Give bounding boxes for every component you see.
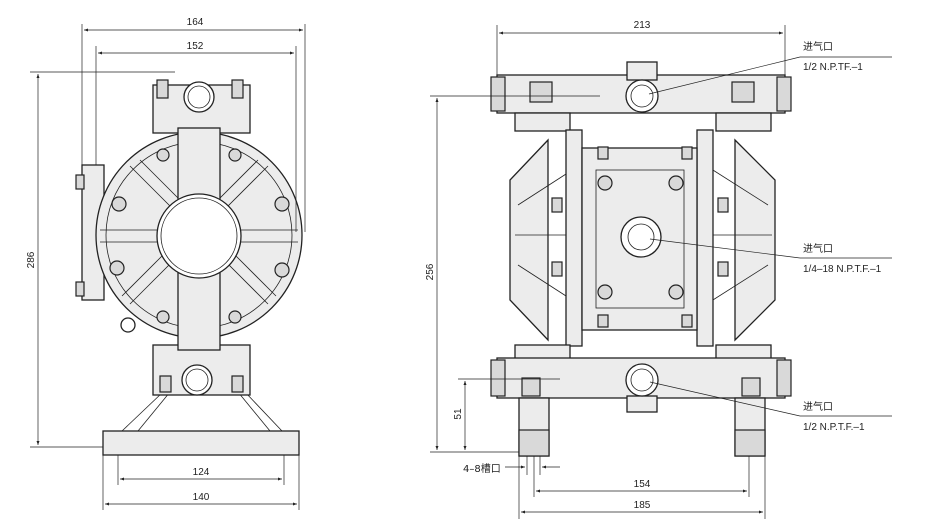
right-center-bolts bbox=[551, 146, 729, 328]
right-air-inlet-port bbox=[620, 216, 662, 258]
right-left-chamber bbox=[509, 138, 549, 342]
dim-right-width-top: 213 bbox=[634, 20, 651, 31]
left-center-hub bbox=[156, 193, 242, 279]
callout-1-title: 进气口 bbox=[803, 40, 833, 53]
callout-3-title: 进气口 bbox=[803, 400, 833, 413]
left-outlet-port bbox=[181, 364, 213, 396]
dim-right-foot-inner: 154 bbox=[634, 479, 651, 490]
left-dimensions bbox=[30, 24, 306, 510]
dim-right-foot-outer: 185 bbox=[634, 500, 651, 511]
callout-2-spec: 1/4–18 N.P.T.F.–1 bbox=[803, 264, 882, 275]
dim-left-width-outer: 164 bbox=[187, 17, 204, 28]
callout-leaders bbox=[648, 56, 892, 417]
right-right-flange bbox=[696, 129, 714, 347]
left-inlet-port bbox=[183, 81, 215, 113]
dim-left-height: 286 bbox=[26, 251, 37, 268]
left-view: 164 152 286 124 140 bbox=[26, 17, 306, 510]
dim-left-base-inner: 124 bbox=[193, 467, 210, 478]
left-base-plate bbox=[102, 430, 300, 456]
callout-2-title: 进气口 bbox=[803, 242, 833, 255]
left-support-legs bbox=[121, 391, 283, 432]
right-dimensions bbox=[430, 25, 786, 519]
dim-right-height: 256 bbox=[425, 263, 436, 280]
dim-left-base-outer: 140 bbox=[193, 492, 210, 503]
left-chamber-bolts bbox=[109, 148, 290, 324]
right-left-flange bbox=[565, 129, 583, 347]
dim-right-outlet-height: 51 bbox=[453, 408, 464, 420]
dim-left-width-inner: 152 bbox=[187, 41, 204, 52]
right-right-chamber bbox=[734, 138, 776, 342]
callout-1-spec: 1/2 N.P.TF.–1 bbox=[803, 62, 863, 73]
right-view: 213 256 51 4–8槽口 154 185 进气口 1/2 N.P.TF.… bbox=[425, 20, 892, 519]
dim-right-slot: 4–8槽口 bbox=[463, 462, 501, 475]
callout-3-spec: 1/2 N.P.T.F.–1 bbox=[803, 422, 865, 433]
